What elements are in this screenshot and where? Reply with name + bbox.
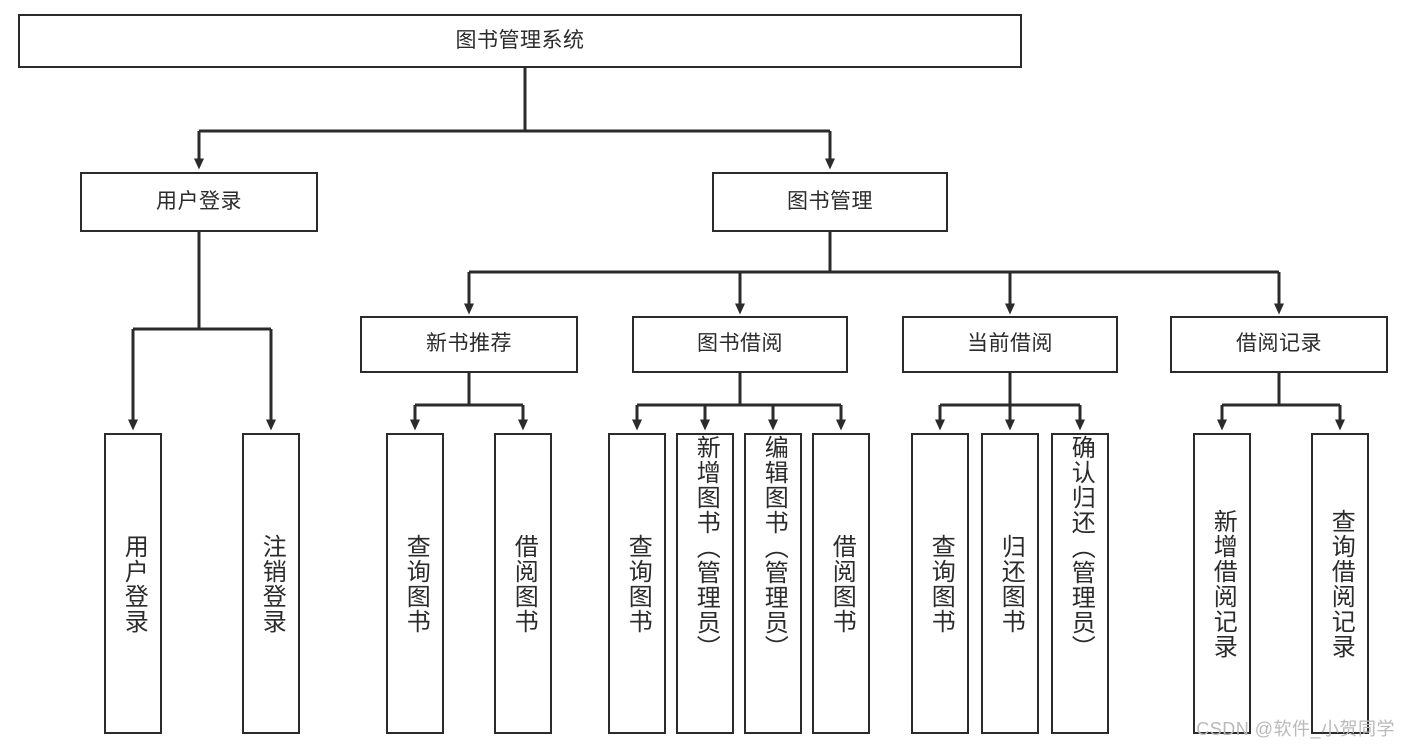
leaf-user-login-login-label: 用户登录 [120,533,148,634]
leaf-borrow-record-add[interactable]: 新增借阅记录 [1193,433,1251,734]
leaf-new-book-query-label: 查询图书 [402,533,430,634]
leaf-current-borrow-return-label: 归还图书 [997,533,1025,634]
node-book-borrow-label: 图书借阅 [697,332,783,356]
node-book-borrow[interactable]: 图书借阅 [632,316,848,373]
node-book-manage-label: 图书管理 [787,189,873,213]
leaf-book-borrow-add[interactable]: 新增图书（管理员） [676,433,734,734]
node-book-manage[interactable]: 图书管理 [712,172,948,232]
leaf-new-book-borrow[interactable]: 借阅图书 [494,433,552,734]
node-root[interactable]: 图书管理系统 [18,14,1022,68]
node-current-borrow[interactable]: 当前借阅 [902,316,1118,373]
node-new-book-recommend[interactable]: 新书推荐 [360,316,578,373]
leaf-current-borrow-query[interactable]: 查询图书 [911,433,969,734]
node-borrow-record-label: 借阅记录 [1236,332,1322,356]
leaf-book-borrow-edit-label: 编辑图书（管理员） [760,435,788,660]
leaf-current-borrow-confirm-label: 确认归还（管理员） [1067,435,1095,660]
leaf-borrow-record-query[interactable]: 查询借阅记录 [1311,433,1369,734]
leaf-user-login-logout[interactable]: 注销登录 [242,433,300,734]
leaf-book-borrow-borrow[interactable]: 借阅图书 [812,433,870,734]
node-borrow-record[interactable]: 借阅记录 [1170,316,1388,373]
node-user-login-label: 用户登录 [156,189,242,213]
leaf-current-borrow-query-label: 查询图书 [927,533,955,634]
leaf-user-login-logout-label: 注销登录 [258,533,286,634]
leaf-user-login-login[interactable]: 用户登录 [104,433,162,734]
leaf-current-borrow-return[interactable]: 归还图书 [981,433,1039,734]
leaf-current-borrow-confirm[interactable]: 确认归还（管理员） [1051,433,1109,734]
leaf-book-borrow-edit[interactable]: 编辑图书（管理员） [744,433,802,734]
leaf-book-borrow-borrow-label: 借阅图书 [828,533,856,634]
node-new-book-recommend-label: 新书推荐 [426,332,512,356]
leaf-new-book-borrow-label: 借阅图书 [510,533,538,634]
leaf-book-borrow-query[interactable]: 查询图书 [608,433,666,734]
leaf-borrow-record-add-label: 新增借阅记录 [1209,508,1237,659]
leaf-book-borrow-add-label: 新增图书（管理员） [692,435,720,660]
node-root-label: 图书管理系统 [455,28,585,52]
node-user-login[interactable]: 用户登录 [80,172,318,232]
node-current-borrow-label: 当前借阅 [967,332,1053,356]
leaf-book-borrow-query-label: 查询图书 [624,533,652,634]
leaf-new-book-query[interactable]: 查询图书 [386,433,444,734]
leaf-borrow-record-query-label: 查询借阅记录 [1327,508,1355,659]
